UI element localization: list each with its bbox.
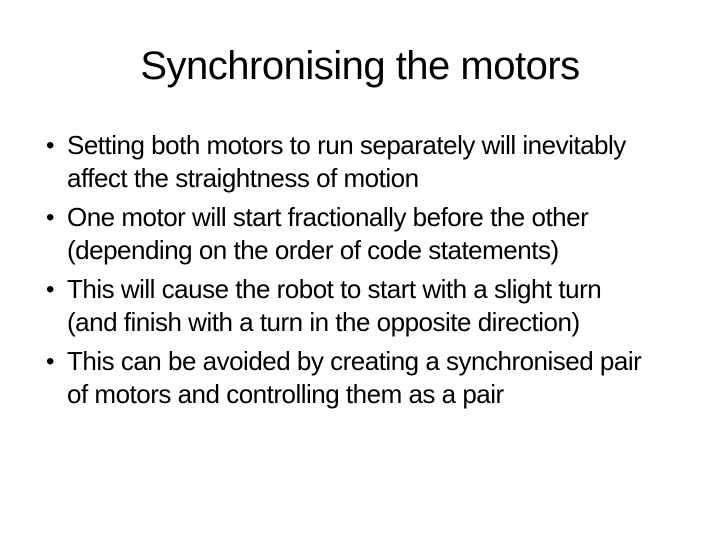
bullet-text: One motor will start fractionally before… — [67, 202, 589, 265]
bullet-text: This can be avoided by creating a synchr… — [67, 346, 642, 409]
bullet-item: • Setting both motors to run separately … — [46, 129, 714, 195]
bullet-item: • This can be avoided by creating a sync… — [46, 345, 714, 411]
bullet-item: • One motor will start fractionally befo… — [46, 201, 714, 267]
bullet-icon: • — [46, 204, 54, 231]
bullet-icon: • — [46, 276, 54, 303]
slide-title: Synchronising the motors — [140, 44, 580, 88]
bullet-text: This will cause the robot to start with … — [67, 274, 602, 337]
bullet-list: • Setting both motors to run separately … — [46, 129, 714, 417]
bullet-icon: • — [46, 348, 54, 375]
bullet-item: • This will cause the robot to start wit… — [46, 273, 714, 339]
bullet-icon: • — [46, 132, 54, 159]
bullet-text: Setting both motors to run separately wi… — [67, 130, 626, 193]
